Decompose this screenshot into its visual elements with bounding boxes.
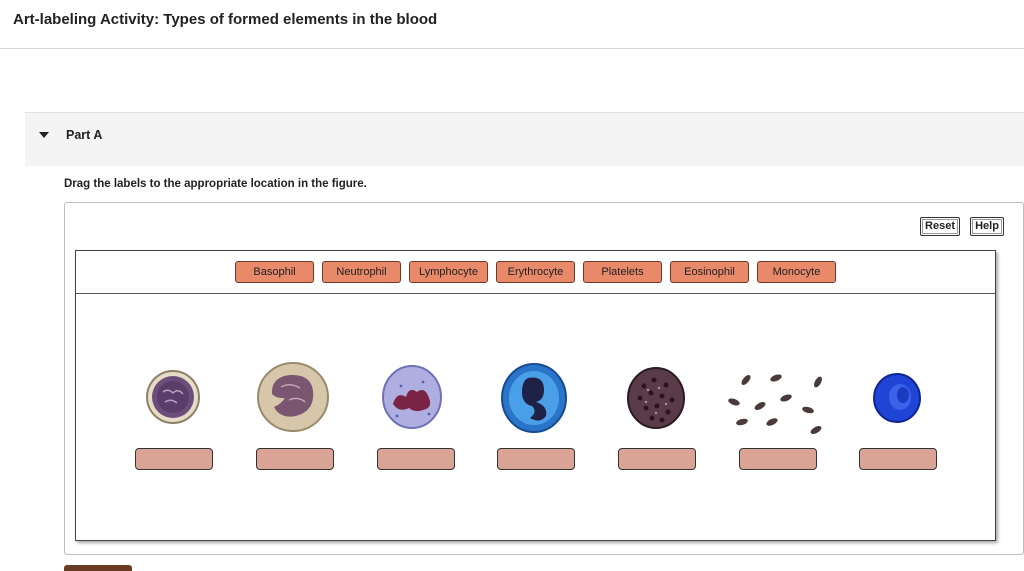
page-title: Art-labeling Activity: Types of formed e… — [13, 11, 438, 28]
page-header: Art-labeling Activity: Types of formed e… — [0, 0, 1024, 49]
label-chip[interactable]: Erythrocyte — [496, 261, 575, 283]
label-chip[interactable]: Lymphocyte — [409, 261, 488, 283]
label-chip[interactable]: Basophil — [235, 261, 314, 283]
label-chip[interactable]: Neutrophil — [322, 261, 401, 283]
monocyte-cell-image — [257, 362, 329, 432]
instructions-text: Drag the labels to the appropriate locat… — [64, 178, 367, 190]
label-chip[interactable]: Eosinophil — [670, 261, 749, 283]
help-button[interactable]: Help — [970, 217, 1004, 236]
lymphocyte-cell-image — [146, 370, 200, 424]
label-chip[interactable]: Platelets — [583, 261, 662, 283]
reset-button[interactable]: Reset — [920, 217, 960, 236]
erythrocyte-cell-image — [873, 373, 921, 423]
drop-target[interactable] — [739, 448, 817, 470]
label-bank: Basophil Neutrophil Lymphocyte Erythrocy… — [76, 251, 995, 294]
collapse-caret-icon[interactable] — [39, 132, 49, 138]
drop-target[interactable] — [377, 448, 455, 470]
label-chip[interactable]: Monocyte — [757, 261, 836, 283]
drop-target[interactable] — [256, 448, 334, 470]
drop-target[interactable] — [859, 448, 937, 470]
part-a-header[interactable]: Part A — [25, 112, 1024, 166]
basophil-cell-image — [627, 367, 685, 429]
eosinophil-cell-image — [501, 363, 567, 433]
drop-target[interactable] — [497, 448, 575, 470]
drop-target[interactable] — [618, 448, 696, 470]
submit-button[interactable] — [64, 565, 132, 571]
part-title: Part A — [66, 128, 103, 142]
neutrophil-cell-image — [382, 365, 442, 429]
drop-target[interactable] — [135, 448, 213, 470]
platelets-image — [728, 374, 822, 434]
